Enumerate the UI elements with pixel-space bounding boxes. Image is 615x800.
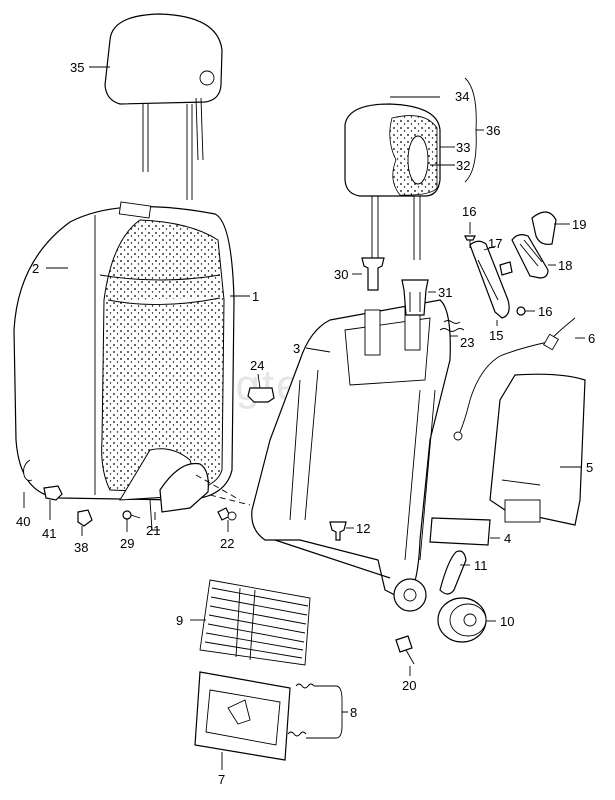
cover-18 xyxy=(511,234,549,279)
handwheel-10 xyxy=(437,597,487,643)
callout-33: 33 xyxy=(456,140,470,155)
screw-29 xyxy=(122,510,141,520)
callout-11: 11 xyxy=(474,558,488,573)
callout-30: 30 xyxy=(334,267,348,282)
bolt-20 xyxy=(395,635,415,665)
backrest-padding-1 xyxy=(101,219,225,501)
callout-1: 1 xyxy=(252,289,259,304)
callout-7: 7 xyxy=(218,772,225,787)
callout-2: 2 xyxy=(32,261,39,276)
callout-38: 38 xyxy=(74,540,88,555)
lever-11 xyxy=(439,550,467,595)
spring-mat-9 xyxy=(199,579,311,666)
headrest-34 xyxy=(344,103,441,262)
knob-19 xyxy=(531,211,557,245)
callout-20: 20 xyxy=(402,678,416,693)
clip-41 xyxy=(43,485,63,501)
screw-16-right xyxy=(516,306,526,316)
backrest-frame-3 xyxy=(251,299,451,612)
callout-16-right: 16 xyxy=(538,304,552,319)
callout-18: 18 xyxy=(558,258,572,273)
callout-32: 32 xyxy=(456,158,470,173)
callout-8: 8 xyxy=(350,705,357,720)
spring-23 xyxy=(439,320,465,332)
callout-4: 4 xyxy=(504,531,511,546)
callout-35: 35 xyxy=(70,60,84,75)
callout-5: 5 xyxy=(586,460,593,475)
callout-9: 9 xyxy=(176,613,183,628)
callout-21: 21 xyxy=(146,523,160,538)
clip-17 xyxy=(499,261,513,276)
leader-lines xyxy=(23,66,585,770)
callout-24: 24 xyxy=(250,358,264,373)
headrest-35 xyxy=(104,13,223,200)
callout-16-top: 16 xyxy=(462,204,476,219)
callout-12: 12 xyxy=(356,521,370,536)
clip-38 xyxy=(77,509,93,527)
callout-34: 34 xyxy=(455,89,469,104)
springs-8 xyxy=(287,683,315,737)
rear-panel-5 xyxy=(489,373,586,526)
callout-15: 15 xyxy=(489,328,503,343)
clip-12 xyxy=(329,521,347,541)
callout-41: 41 xyxy=(42,526,56,541)
callout-31: 31 xyxy=(438,285,452,300)
callout-23: 23 xyxy=(460,335,474,350)
headrest-guide-30 xyxy=(361,257,385,291)
callout-29: 29 xyxy=(120,536,134,551)
clip-24 xyxy=(247,387,275,403)
callout-3: 3 xyxy=(293,341,300,356)
clip-40 xyxy=(23,459,33,481)
callout-6: 6 xyxy=(588,331,595,346)
headrest-guide-31 xyxy=(401,279,429,316)
grommet-22 xyxy=(217,507,237,521)
cable-6 xyxy=(453,317,576,441)
callout-10: 10 xyxy=(500,614,514,629)
callout-labels: 35 34 33 32 36 2 1 16 16 17 19 18 30 31 … xyxy=(16,60,595,787)
callout-19: 19 xyxy=(572,217,586,232)
lumbar-plate-7 xyxy=(194,671,291,761)
callout-17: 17 xyxy=(488,236,502,251)
callout-22: 22 xyxy=(220,536,234,551)
callout-40: 40 xyxy=(16,514,30,529)
screw-16-top xyxy=(464,235,476,248)
trim-panel-15 xyxy=(469,240,510,319)
callout-36: 36 xyxy=(486,123,500,138)
strip-4 xyxy=(429,517,491,546)
